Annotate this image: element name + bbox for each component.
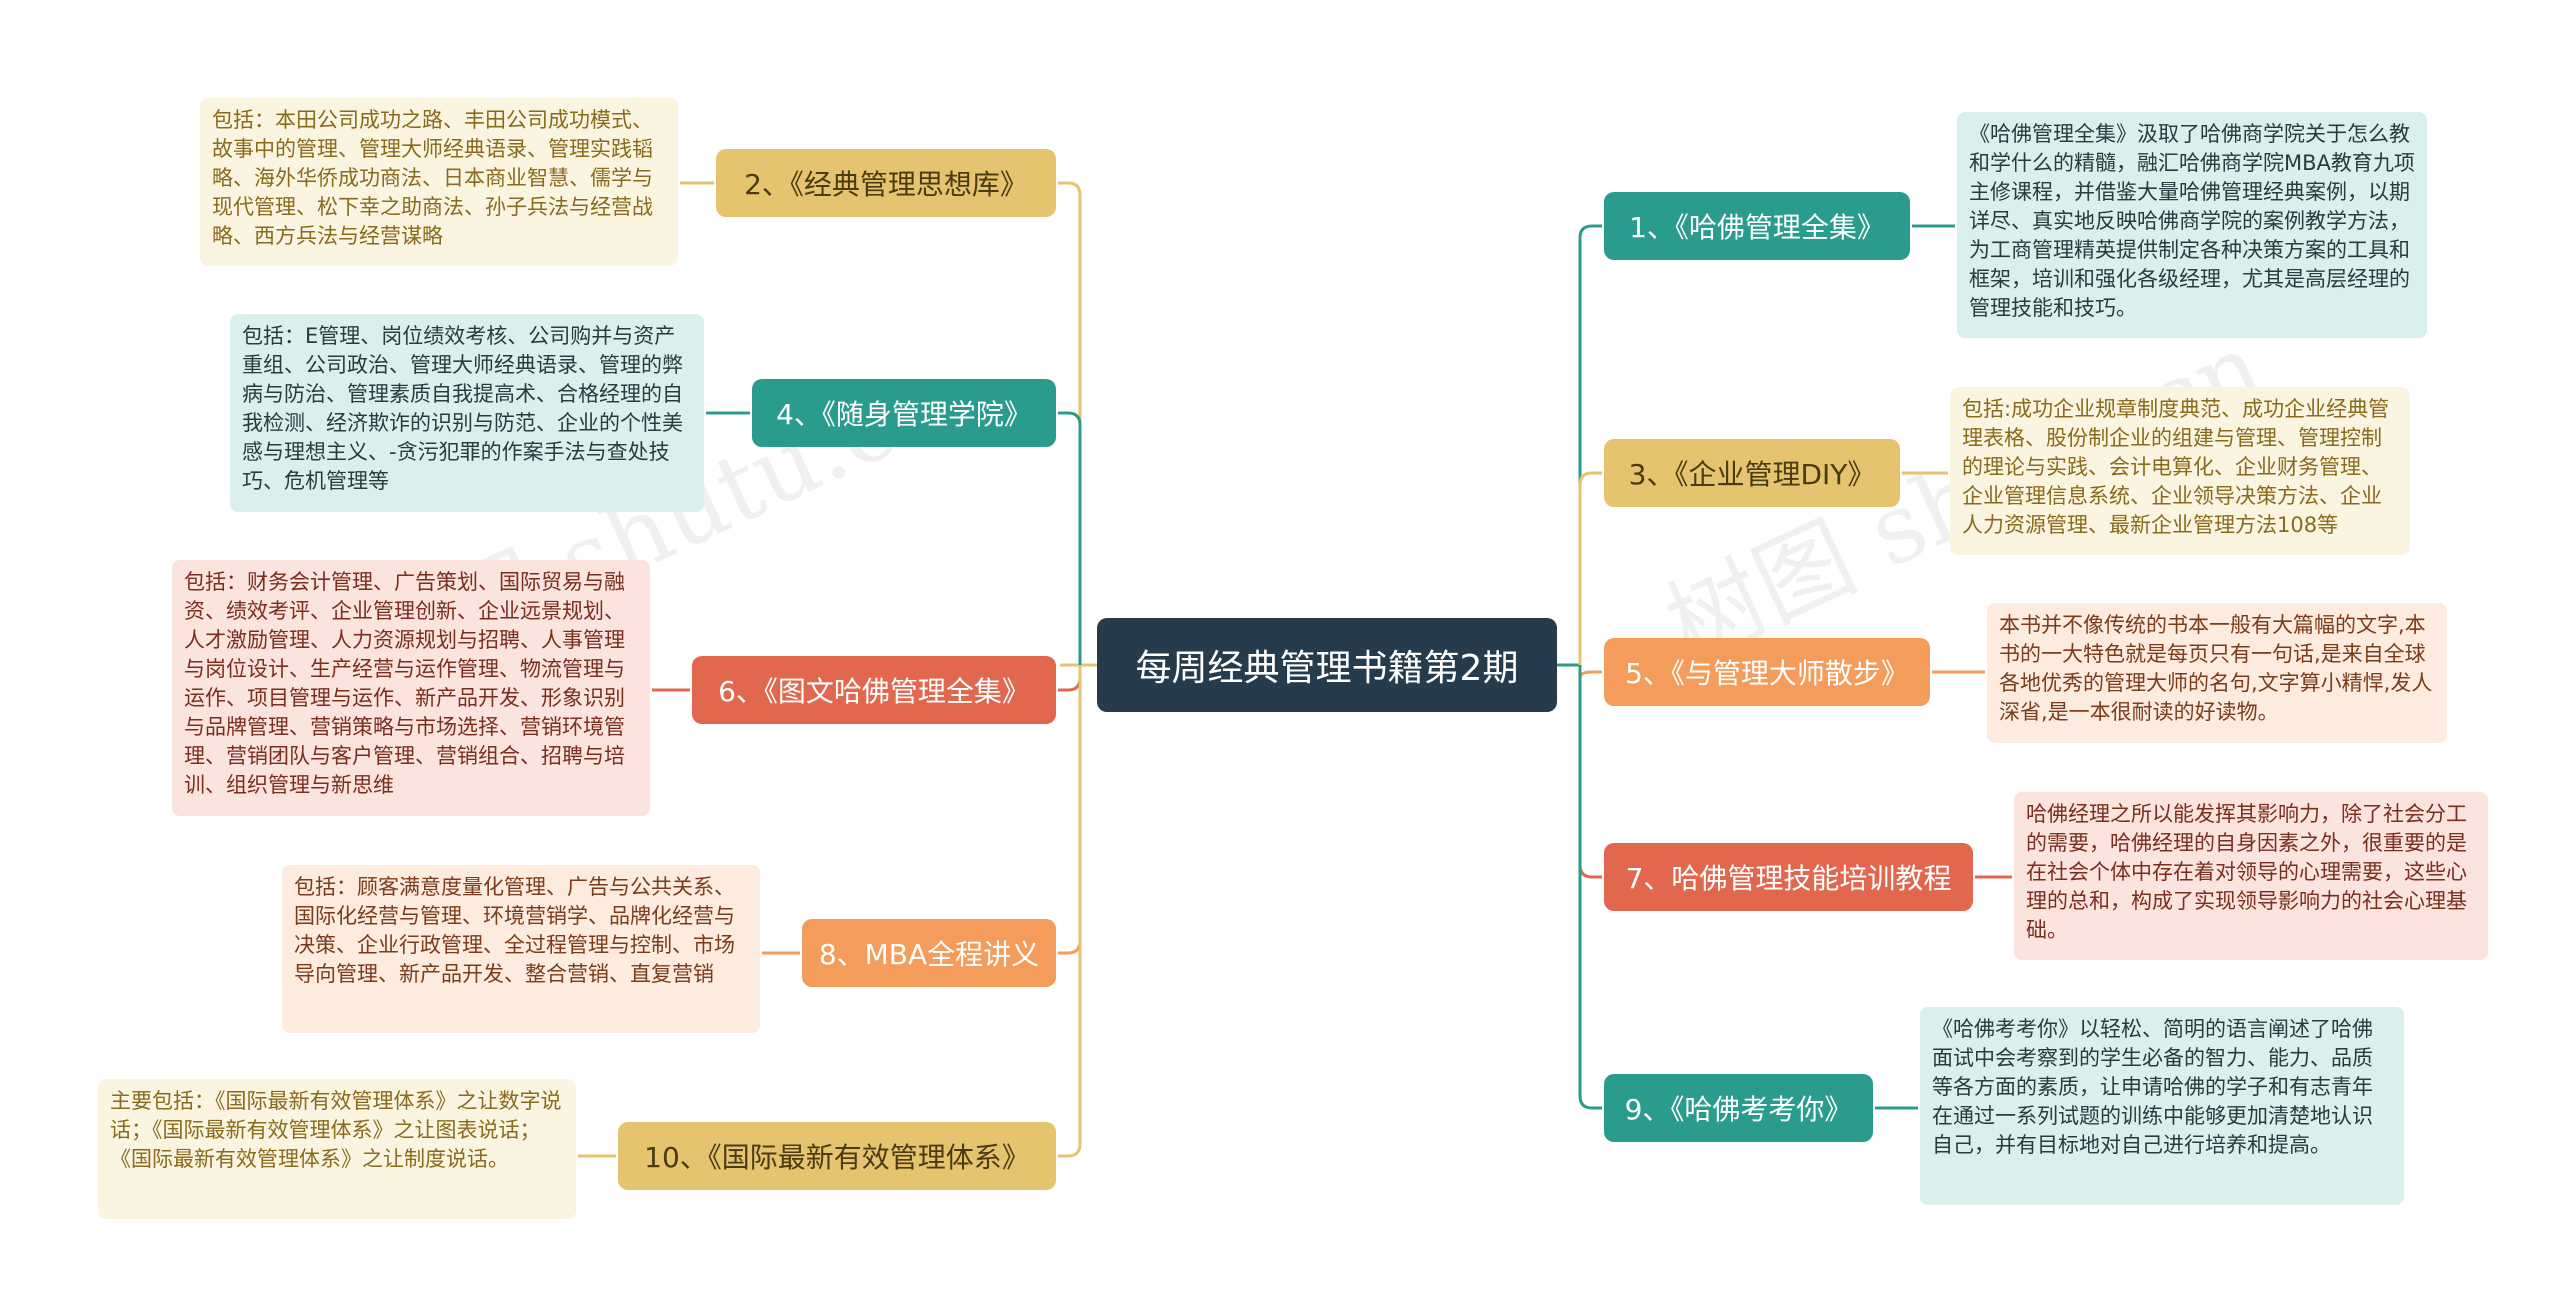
note-branch-1: 《哈佛管理全集》汲取了哈佛商学院关于怎么教和学什么的精髓，融汇哈佛商学院MBA教… — [1957, 112, 2427, 338]
branch-node-6[interactable]: 6、《图文哈佛管理全集》 — [692, 656, 1056, 724]
branch-node-1[interactable]: 1、《哈佛管理全集》 — [1604, 192, 1910, 260]
note-branch-8: 包括：顾客满意度量化管理、广告与公共关系、国际化经营与管理、环境营销学、品牌化经… — [282, 865, 760, 1033]
note-branch-3: 包括:成功企业规章制度典范、成功企业经典管理表格、股份制企业的组建与管理、管理控… — [1950, 387, 2410, 555]
branch-node-5[interactable]: 5、《与管理大师散步》 — [1604, 638, 1930, 706]
note-branch-4: 包括：E管理、岗位绩效考核、公司购并与资产重组、公司政治、管理大师经典语录、管理… — [230, 314, 704, 512]
branch-node-2[interactable]: 2、《经典管理思想库》 — [716, 149, 1056, 217]
note-branch-2: 包括：本田公司成功之路、丰田公司成功模式、故事中的管理、管理大师经典语录、管理实… — [200, 98, 678, 266]
branch-node-9[interactable]: 9、《哈佛考考你》 — [1604, 1074, 1873, 1142]
branch-node-7[interactable]: 7、哈佛管理技能培训教程 — [1604, 843, 1973, 911]
branch-node-3[interactable]: 3、《企业管理DIY》 — [1604, 439, 1900, 507]
branch-node-10[interactable]: 10、《国际最新有效管理体系》 — [618, 1122, 1056, 1190]
note-branch-6: 包括：财务会计管理、广告策划、国际贸易与融资、绩效考评、企业管理创新、企业远景规… — [172, 560, 650, 816]
note-branch-10: 主要包括：《国际最新有效管理体系》之让数字说话；《国际最新有效管理体系》之让图表… — [98, 1079, 576, 1219]
note-branch-7: 哈佛经理之所以能发挥其影响力，除了社会分工的需要，哈佛经理的自身因素之外，很重要… — [2014, 792, 2488, 960]
note-branch-9: 《哈佛考考你》以轻松、简明的语言阐述了哈佛面试中会考察到的学生必备的智力、能力、… — [1920, 1007, 2404, 1205]
branch-node-4[interactable]: 4、《随身管理学院》 — [752, 379, 1056, 447]
branch-node-8[interactable]: 8、MBA全程讲义 — [802, 919, 1056, 987]
central-topic[interactable]: 每周经典管理书籍第2期 — [1097, 618, 1557, 712]
note-branch-5: 本书并不像传统的书本一般有大篇幅的文字,本书的一大特色就是每页只有一句话,是来自… — [1987, 603, 2447, 743]
